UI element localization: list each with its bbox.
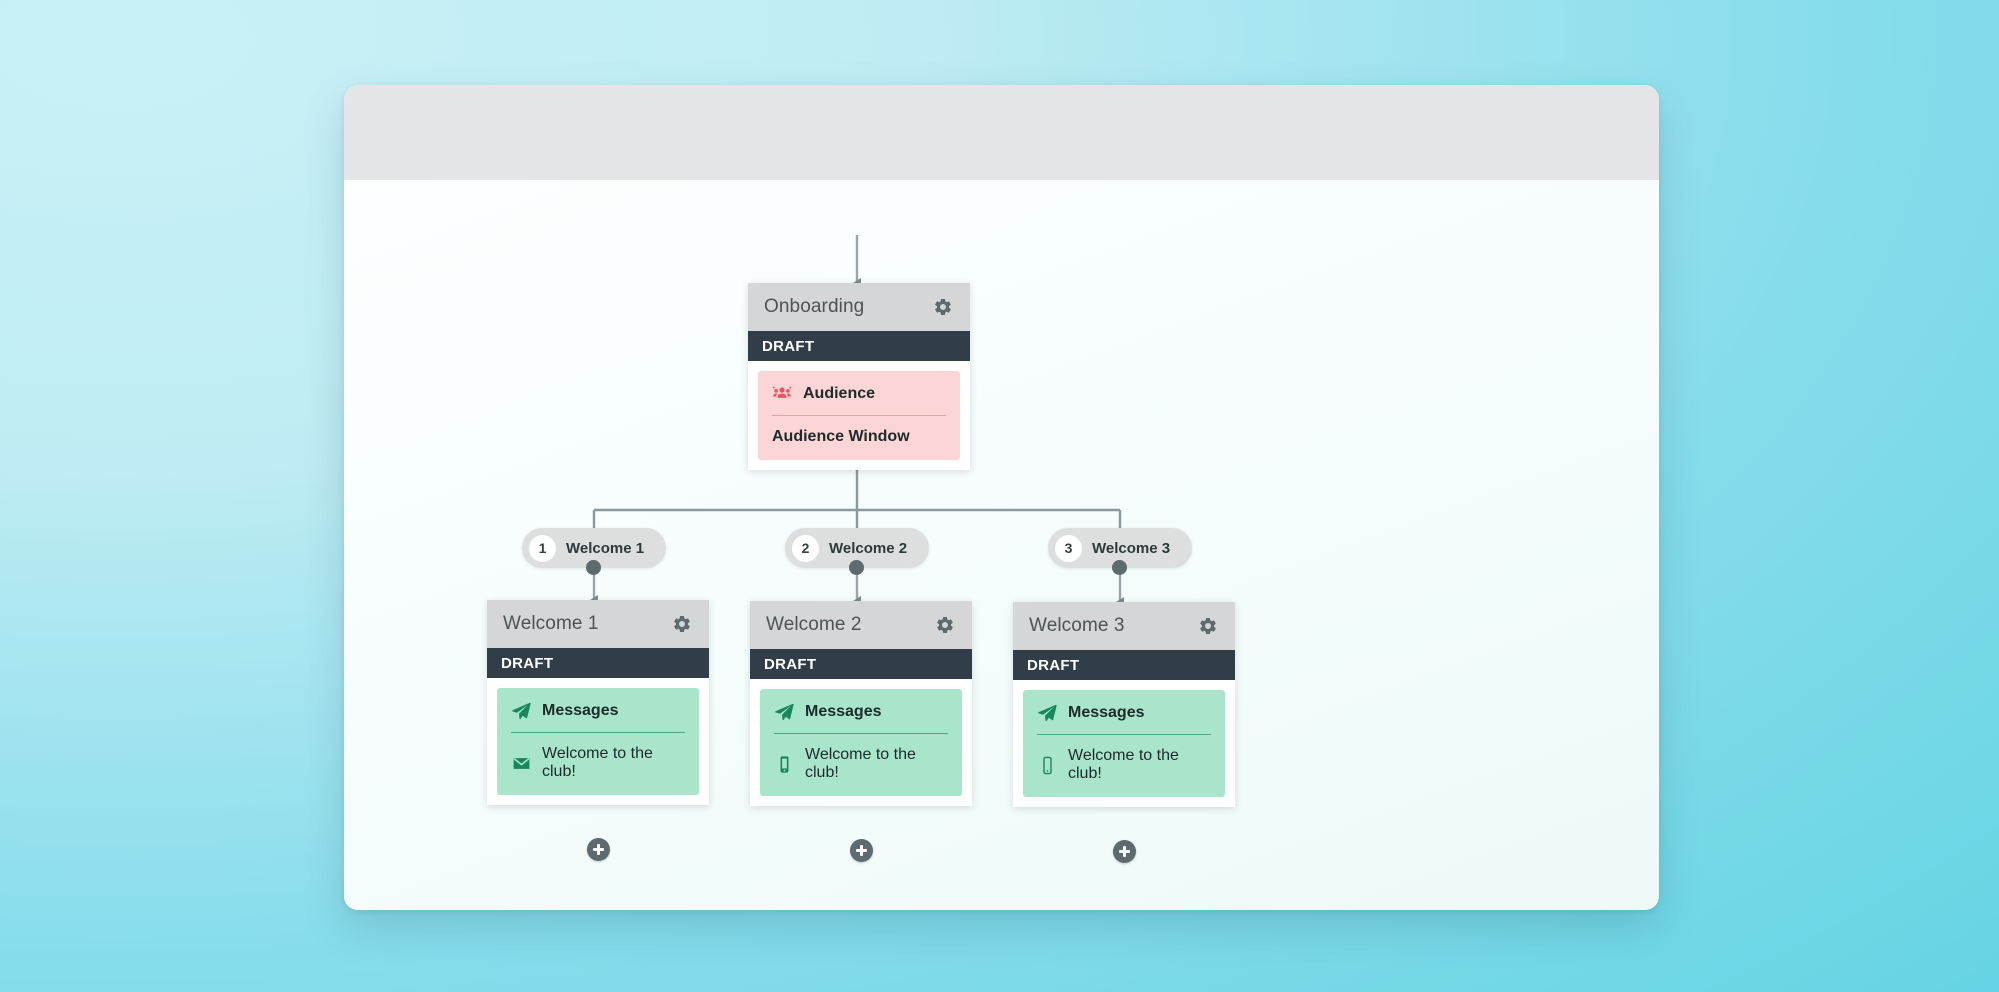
node-card-onboarding[interactable]: Onboarding DRAFT [748, 283, 970, 470]
step-connector-knob-3 [1112, 560, 1127, 575]
node-header: Welcome 3 [1013, 602, 1235, 650]
mobile-phone-icon [1037, 755, 1057, 775]
paper-plane-icon [774, 702, 794, 722]
step-number-badge: 3 [1055, 534, 1082, 562]
node-title: Welcome 2 [766, 614, 862, 635]
status-badge: DRAFT [750, 649, 972, 679]
status-badge-label: DRAFT [764, 655, 817, 673]
node-card-welcome-1[interactable]: Welcome 1 DRAFT [487, 600, 709, 861]
step-pill-welcome-2[interactable]: 2 Welcome 2 [785, 528, 930, 568]
divider [1037, 734, 1211, 735]
node-header: Onboarding [748, 283, 970, 331]
messages-block-label: Messages [805, 703, 882, 720]
gear-icon[interactable] [932, 296, 954, 318]
block-header: Audience [772, 384, 946, 415]
node-header: Welcome 2 [750, 601, 972, 649]
step-connector-knob-1 [586, 560, 601, 575]
step-pill-label: Welcome 2 [829, 539, 908, 557]
browser-viewport: Onboarding DRAFT [344, 180, 1659, 910]
status-badge: DRAFT [748, 331, 970, 361]
gear-icon[interactable] [1197, 615, 1219, 637]
status-badge-label: DRAFT [1027, 656, 1080, 674]
status-badge: DRAFT [487, 648, 709, 678]
gear-icon[interactable] [671, 613, 693, 635]
messages-block-label: Messages [542, 702, 619, 719]
step-pill-label: Welcome 1 [566, 539, 645, 557]
node-title: Welcome 3 [1029, 615, 1125, 636]
message-item[interactable]: Welcome to the club! [511, 733, 685, 781]
flow-canvas: Onboarding DRAFT [344, 180, 1659, 910]
add-step-button[interactable] [1113, 840, 1136, 863]
node-card-welcome-3[interactable]: Welcome 3 DRAFT [1013, 602, 1235, 863]
step-number-badge: 2 [792, 534, 819, 562]
node-body: Messages Welcome to the cl [750, 679, 972, 806]
status-badge-label: DRAFT [762, 337, 815, 355]
block-header: Messages [774, 702, 948, 733]
message-item[interactable]: Welcome to the club! [1037, 735, 1211, 783]
divider [774, 733, 948, 734]
browser-window: Onboarding DRAFT [344, 85, 1659, 910]
audience-window-label: Audience Window [772, 428, 910, 445]
node-header: Welcome 1 [487, 600, 709, 648]
audience-block-label: Audience [803, 385, 876, 402]
audience-block[interactable]: Audience Audience Window [758, 371, 960, 460]
message-item-label: Welcome to the club! [805, 746, 916, 781]
message-item[interactable]: Welcome to the club! [774, 734, 948, 782]
block-header: Messages [1037, 703, 1211, 734]
node-title: Onboarding [764, 296, 865, 317]
messages-block[interactable]: Messages Welcome to the club! [1023, 690, 1225, 797]
node-body: Messages Welcome to the club! [487, 678, 709, 805]
message-item-label: Welcome to the club! [542, 745, 653, 780]
node-card-welcome-2[interactable]: Welcome 2 DRAFT [750, 601, 972, 862]
node-body: Messages Welcome to the club! [1013, 680, 1235, 807]
step-pill-label: Welcome 3 [1092, 539, 1171, 557]
paper-plane-icon [511, 701, 531, 721]
audience-window-item[interactable]: Audience Window [772, 416, 946, 446]
add-step-button[interactable] [587, 838, 610, 861]
status-badge: DRAFT [1013, 650, 1235, 680]
envelope-icon [511, 753, 531, 773]
audience-group-icon [772, 384, 792, 404]
mobile-phone-icon [774, 754, 794, 774]
message-item-label: Welcome to the club! [1068, 747, 1179, 782]
paper-plane-icon [1037, 703, 1057, 723]
status-badge-label: DRAFT [501, 654, 554, 672]
block-header: Messages [511, 701, 685, 732]
node-body: Audience Audience Window [748, 361, 970, 470]
messages-block-label: Messages [1068, 704, 1145, 721]
divider [511, 732, 685, 733]
gear-icon[interactable] [934, 614, 956, 636]
step-number-badge: 1 [529, 534, 556, 562]
messages-block[interactable]: Messages Welcome to the club! [497, 688, 699, 795]
step-connector-knob-2 [849, 560, 864, 575]
divider [772, 415, 946, 416]
add-step-button[interactable] [850, 839, 873, 862]
node-title: Welcome 1 [503, 613, 599, 634]
messages-block[interactable]: Messages Welcome to the cl [760, 689, 962, 796]
browser-chrome [344, 85, 1659, 239]
